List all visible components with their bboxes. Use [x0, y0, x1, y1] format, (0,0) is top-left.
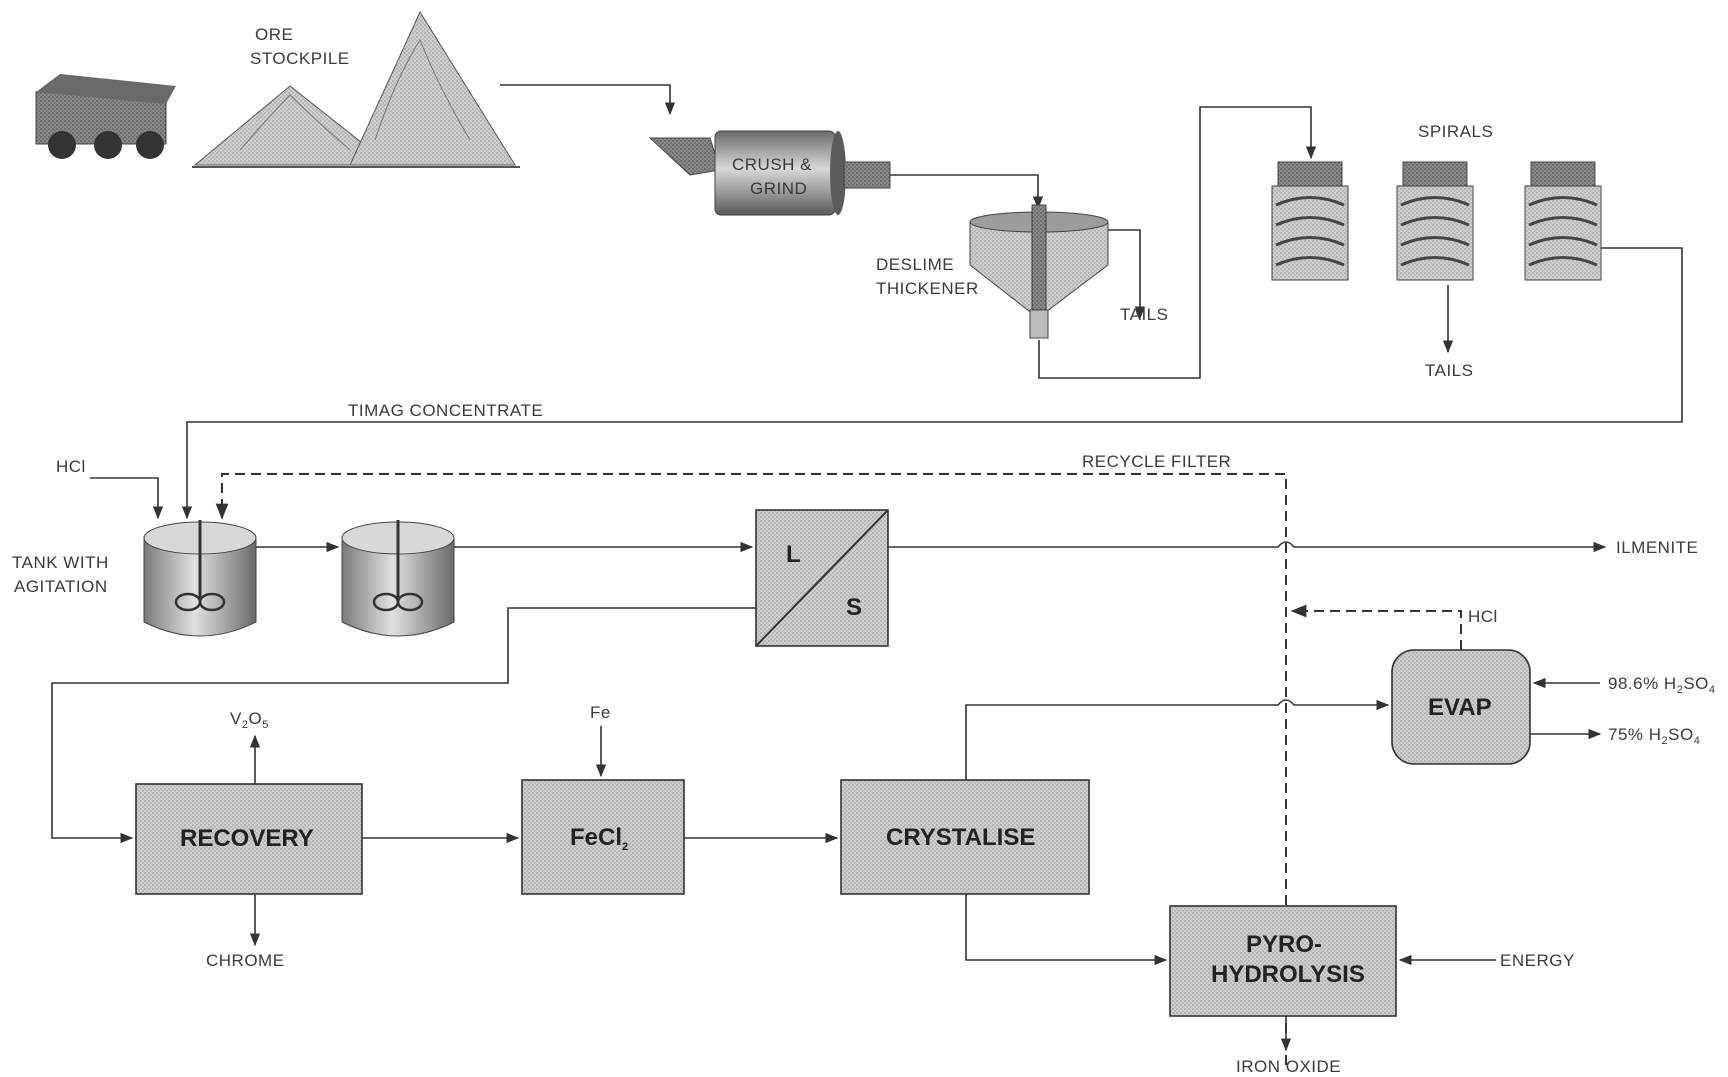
spiral-1-icon — [1271, 161, 1349, 281]
filter-to-ilmenite-line — [888, 541, 1607, 553]
thickener-to-tails-line — [1108, 229, 1146, 320]
pyro-label: PYRO- — [1246, 931, 1322, 958]
recovery-box — [135, 783, 363, 895]
tails-spirals-label: TAILS — [1425, 361, 1473, 380]
h2so4-out-label: 75% H2SO4 — [1608, 725, 1700, 747]
spiral-3-icon — [1524, 161, 1602, 281]
agitation-tank-1-icon — [143, 520, 257, 637]
fe-label: Fe — [590, 703, 611, 722]
grind-label: GRIND — [750, 179, 807, 198]
spirals-label: SPIRALS — [1418, 122, 1493, 141]
hcl-top-label: HCl — [56, 457, 86, 476]
ls-filter-box — [755, 509, 889, 647]
stockpile-to-crusher-line — [500, 84, 676, 116]
deslime-thickener-icon — [969, 204, 1109, 339]
haul-truck-icon — [35, 74, 176, 159]
mill-to-thickener-line — [890, 174, 1044, 210]
filter-s-label: S — [846, 594, 862, 621]
deslime-label: DESLIME — [876, 255, 954, 274]
tank-with-label: TANK WITH — [12, 553, 109, 572]
hcl-evap-label: HCl — [1468, 607, 1498, 626]
v2o5-label: V2O5 — [230, 709, 269, 731]
agitation-label: AGITATION — [14, 577, 108, 596]
hcl-feed-line — [90, 477, 164, 520]
stockpile-label: STOCKPILE — [250, 49, 350, 68]
tails-deslime-label: TAILS — [1120, 305, 1168, 324]
timag-concentrate-line — [181, 247, 1683, 520]
timag-concentrate-label: TIMAG CONCENTRATE — [348, 401, 543, 420]
crystalise-to-pyro-line — [965, 894, 1168, 966]
filter-to-recovery-line — [51, 607, 756, 844]
spiral-2-icon — [1396, 161, 1474, 281]
thickener-to-spirals-line — [1038, 106, 1317, 379]
evap-hcl-recycle-line — [1290, 604, 1462, 650]
hydrolysis-label: HYDROLYSIS — [1211, 961, 1365, 988]
recycle-filter-line — [215, 473, 1287, 1065]
filter-l-label: L — [786, 541, 801, 568]
crystalise-box — [840, 779, 1090, 895]
crush-label: CRUSH & — [732, 155, 812, 174]
pyro-hydrolysis-box — [1169, 905, 1397, 1017]
recovery-label: RECOVERY — [180, 825, 314, 852]
fecl2-box — [521, 779, 685, 895]
ilmenite-label: ILMENITE — [1616, 538, 1698, 557]
crush-grind-mill-icon — [648, 130, 891, 216]
crystalise-to-evap-line — [965, 699, 1390, 780]
chrome-label: CHROME — [206, 951, 285, 970]
evap-label: EVAP — [1428, 694, 1492, 721]
ore-label: ORE — [255, 25, 293, 44]
ore-stockpile-icon — [192, 10, 520, 168]
thickener-label: THICKENER — [876, 279, 979, 298]
recycle-filter-label: RECYCLE FILTER — [1082, 452, 1231, 471]
h2so4-in-label: 98.6% H2SO4 — [1608, 674, 1716, 696]
iron-oxide-label: IRON OXIDE — [1236, 1057, 1341, 1076]
energy-label: ENERGY — [1500, 951, 1575, 970]
agitation-tank-2-icon — [341, 520, 455, 637]
crystalise-label: CRYSTALISE — [886, 824, 1035, 851]
fecl2-label: FeCl2 — [570, 824, 628, 853]
